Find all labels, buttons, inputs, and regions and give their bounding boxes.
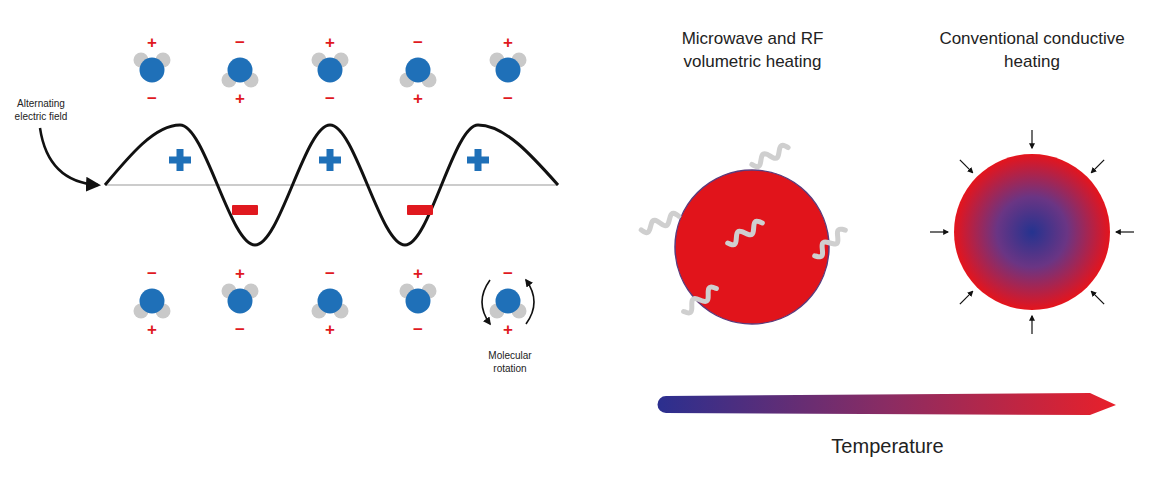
wave-squiggle bbox=[812, 227, 849, 260]
wave-axis bbox=[105, 184, 558, 185]
heat-arrow bbox=[1031, 316, 1032, 334]
rotation-arrow bbox=[526, 280, 534, 324]
heat-arrow bbox=[1031, 130, 1032, 148]
charge-sign: + bbox=[413, 90, 423, 107]
field-pointer-arrow bbox=[40, 128, 98, 185]
charge-sign: − bbox=[325, 265, 335, 282]
plus-symbol bbox=[467, 149, 489, 171]
rotation-label: Molecular rotation bbox=[474, 350, 546, 375]
charge-sign: + bbox=[147, 34, 157, 51]
charge-sign: − bbox=[235, 321, 245, 338]
water-molecule bbox=[312, 53, 349, 83]
wave-squiggle bbox=[750, 143, 790, 168]
panel-title: Conventional conductive heating bbox=[926, 28, 1138, 74]
water-molecule bbox=[400, 58, 437, 88]
axis-title: Temperature bbox=[738, 433, 1038, 460]
molecule-group bbox=[134, 53, 527, 319]
charge-sign: − bbox=[325, 90, 335, 107]
charge-sign: + bbox=[503, 34, 513, 51]
water-molecule bbox=[222, 58, 259, 88]
charge-sign: + bbox=[413, 265, 423, 282]
charge-sign: − bbox=[503, 265, 513, 282]
wave-squiggle bbox=[725, 219, 764, 247]
minus-symbol bbox=[407, 205, 433, 215]
heat-arrow bbox=[1091, 160, 1104, 173]
water-molecule bbox=[134, 289, 171, 319]
water-molecule bbox=[490, 53, 527, 83]
heating-circle-shape bbox=[912, 28, 1152, 328]
minus-symbol bbox=[232, 205, 258, 215]
charge-sign: − bbox=[503, 90, 513, 107]
heat-arrow bbox=[960, 291, 973, 304]
water-molecule bbox=[400, 284, 437, 314]
water-molecule bbox=[490, 289, 527, 319]
charge-sign: + bbox=[147, 321, 157, 338]
water-molecule bbox=[312, 289, 349, 319]
heat-arrow bbox=[1091, 291, 1104, 304]
heat-arrow bbox=[960, 160, 973, 173]
charge-sign: − bbox=[147, 265, 157, 282]
charge-sign: − bbox=[147, 90, 157, 107]
wave-squiggle bbox=[640, 212, 681, 234]
water-molecule bbox=[134, 53, 171, 83]
wave-group bbox=[105, 125, 558, 245]
charge-sign: + bbox=[235, 90, 245, 107]
charge-sign: + bbox=[325, 321, 335, 338]
water-molecule bbox=[222, 284, 259, 314]
charge-sign: − bbox=[235, 34, 245, 51]
plus-symbol bbox=[169, 149, 191, 171]
temperature-bar: Temperature bbox=[650, 383, 1125, 473]
heating-circle: Conventional conductive heating bbox=[912, 28, 1152, 328]
panel-title: Microwave and RF volumetric heating bbox=[663, 28, 843, 74]
charge-sign: + bbox=[503, 321, 513, 338]
heat-arrow bbox=[1116, 231, 1134, 232]
charge-sign: − bbox=[413, 321, 423, 338]
temperature-bar-shape bbox=[650, 383, 1125, 473]
charge-sign: − bbox=[413, 34, 423, 51]
sine-wave bbox=[105, 125, 558, 245]
plus-symbol bbox=[319, 149, 341, 171]
heating-circle: Microwave and RF volumetric heating bbox=[630, 28, 875, 348]
heating-circle-shape bbox=[630, 28, 875, 348]
field-label: Alternating electric field bbox=[4, 98, 78, 123]
heat-arrow bbox=[930, 231, 948, 232]
charge-sign: + bbox=[235, 265, 245, 282]
charge-sign: + bbox=[325, 34, 335, 51]
rotation-arrow bbox=[482, 280, 490, 324]
wave-squiggle bbox=[681, 285, 719, 316]
